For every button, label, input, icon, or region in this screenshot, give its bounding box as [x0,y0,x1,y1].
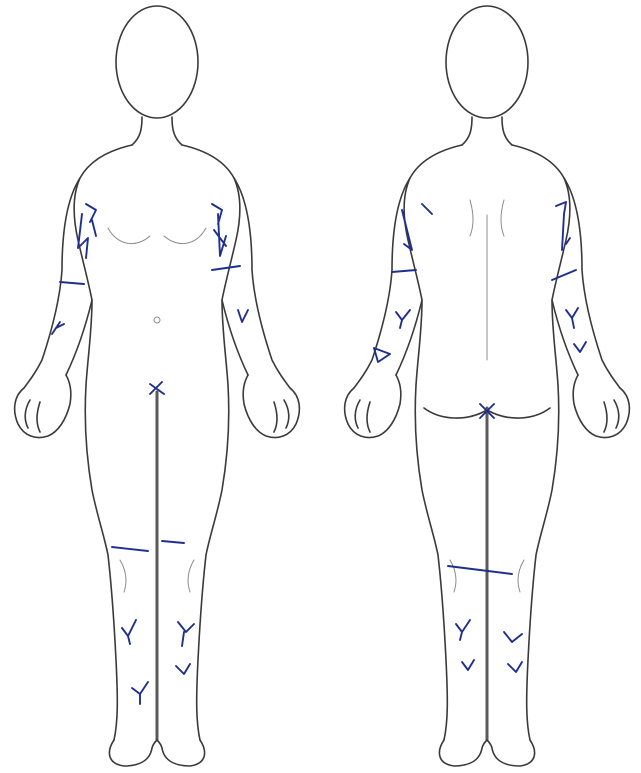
back-neck [462,117,512,145]
back-feet [439,740,534,766]
back-right-calf-mark-1 [504,632,522,642]
front-left-ankle-mark [132,682,148,704]
front-right-forearm-mark [238,310,248,322]
back-thigh-line [448,566,512,574]
back-right-hand [573,375,629,438]
handwritten-annotations [52,202,586,704]
front-left-thigh-line [112,547,148,551]
back-left-forearm-mark-2 [374,348,390,362]
front-right-thigh-line [162,541,184,543]
front-right-hand [243,375,299,438]
back-left-calf-mark-1 [456,620,470,640]
front-right-shin-mark-1 [178,622,194,646]
front-torso-right-side [182,145,240,740]
front-navel [154,317,160,323]
back-left-arm [354,178,422,388]
front-right-upper-arm-mark [212,204,226,256]
back-left-upper-arm-mark [402,204,432,250]
front-head [116,6,198,118]
back-right-calf-mark-2 [508,662,522,672]
back-left-forearm-mark-1 [396,310,410,328]
back-view-figure [345,6,630,766]
back-right-forearm-mark-1 [566,308,578,328]
front-feet [109,740,204,766]
back-spine-and-blades [470,200,504,360]
front-left-elbow-line [60,282,84,284]
back-right-forearm-mark-2 [574,342,586,352]
front-left-forearm-mark [52,322,64,334]
back-left-elbow-line [392,270,416,272]
front-chest-lines [108,228,206,244]
back-left-calf-mark-2 [462,660,474,670]
front-right-shin-mark-2 [176,664,190,674]
back-right-arm [552,178,620,388]
back-head [446,6,528,118]
back-torso-left-side [404,145,462,740]
front-torso-left-side [74,145,132,740]
back-left-hand [345,375,401,438]
front-right-arm [222,178,290,388]
front-left-hand [15,375,71,438]
back-torso-right-side [512,145,570,740]
front-left-shin-mark-1 [122,620,136,644]
front-right-elbow-line [212,266,240,270]
back-right-elbow-line [552,270,576,280]
front-neck [132,117,182,145]
